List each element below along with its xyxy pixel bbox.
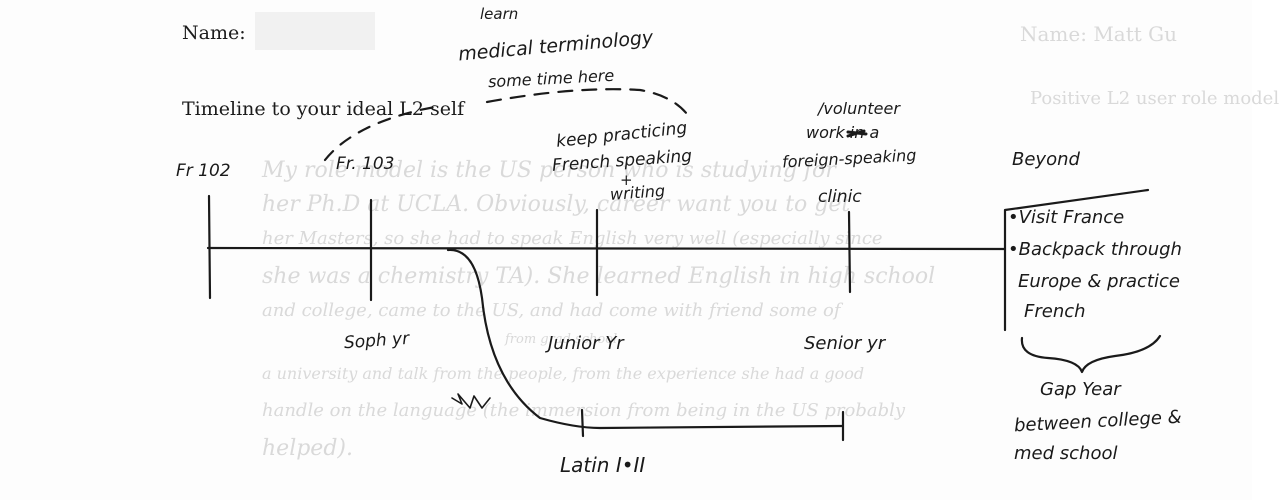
bleed-line: My role model is the US person who is st…: [262, 158, 836, 183]
label-junior-yr: Junior Yr: [548, 333, 624, 354]
timeline-title: Timeline to your ideal L2 self: [182, 98, 465, 120]
bleed-line: her Ph.D at UCLA. Obviously, career want…: [262, 192, 851, 217]
note-med-school: med school: [1014, 443, 1118, 464]
scanned-page: Name: Matt Gu Positive L2 user role mode…: [176, 5, 1279, 477]
strike-scribble: [846, 129, 868, 138]
dashed-arc-right: [485, 88, 692, 120]
bleed-line: from grad school: [505, 332, 618, 347]
bleed-line: she was a chemistry TA). She learned Eng…: [262, 264, 936, 289]
name-field: [255, 12, 375, 50]
bleed-line: helped).: [262, 436, 353, 461]
scribble-mark: [451, 393, 491, 409]
gap-year-brace: [1020, 334, 1162, 374]
note-writing: writing: [609, 181, 666, 204]
latin-tick-start: [580, 408, 585, 438]
timeline-drawing: [206, 88, 1162, 442]
bleed-line: a university and talk from the people, f…: [262, 364, 865, 383]
bleed-heading: Positive L2 user role model: [1030, 88, 1279, 109]
name-label: Name:: [182, 22, 246, 44]
note-volunteer: /volunteer: [818, 99, 900, 118]
note-learn: learn: [480, 5, 519, 23]
note-gap-year: Gap Year: [1040, 379, 1121, 400]
label-fr102: Fr 102: [176, 161, 231, 181]
bleed-name: Name: Matt Gu: [1020, 22, 1178, 46]
bleed-line: and college, came to the US, and had com…: [262, 300, 841, 321]
beyond-item-europe: Europe & practice: [1018, 271, 1180, 292]
tick-senior: [847, 210, 852, 294]
beyond-box: [1003, 188, 1150, 332]
latin-branch: [446, 248, 844, 430]
bleed-line: her Masters, so she had to speak English…: [262, 228, 883, 249]
label-senior-yr: Senior yr: [804, 333, 886, 354]
beyond-item-backpack: •Backpack through: [1008, 239, 1182, 260]
label-beyond: Beyond: [1012, 149, 1080, 170]
dashed-arc-left: [323, 104, 442, 162]
timeline-axis: [206, 246, 1007, 251]
tick-fr102: [207, 194, 212, 300]
note-work-in-a: work in a: [806, 123, 880, 142]
note-plus: +: [620, 171, 633, 189]
note-clinic: clinic: [818, 187, 862, 207]
beyond-item-french: French: [1024, 301, 1086, 322]
label-fr103: Fr. 103: [336, 154, 395, 174]
beyond-item-visit-france: •Visit France: [1008, 207, 1125, 228]
bleed-line: handle on the language (the immersion fr…: [262, 400, 906, 421]
label-latin: Latin I•II: [560, 453, 646, 477]
